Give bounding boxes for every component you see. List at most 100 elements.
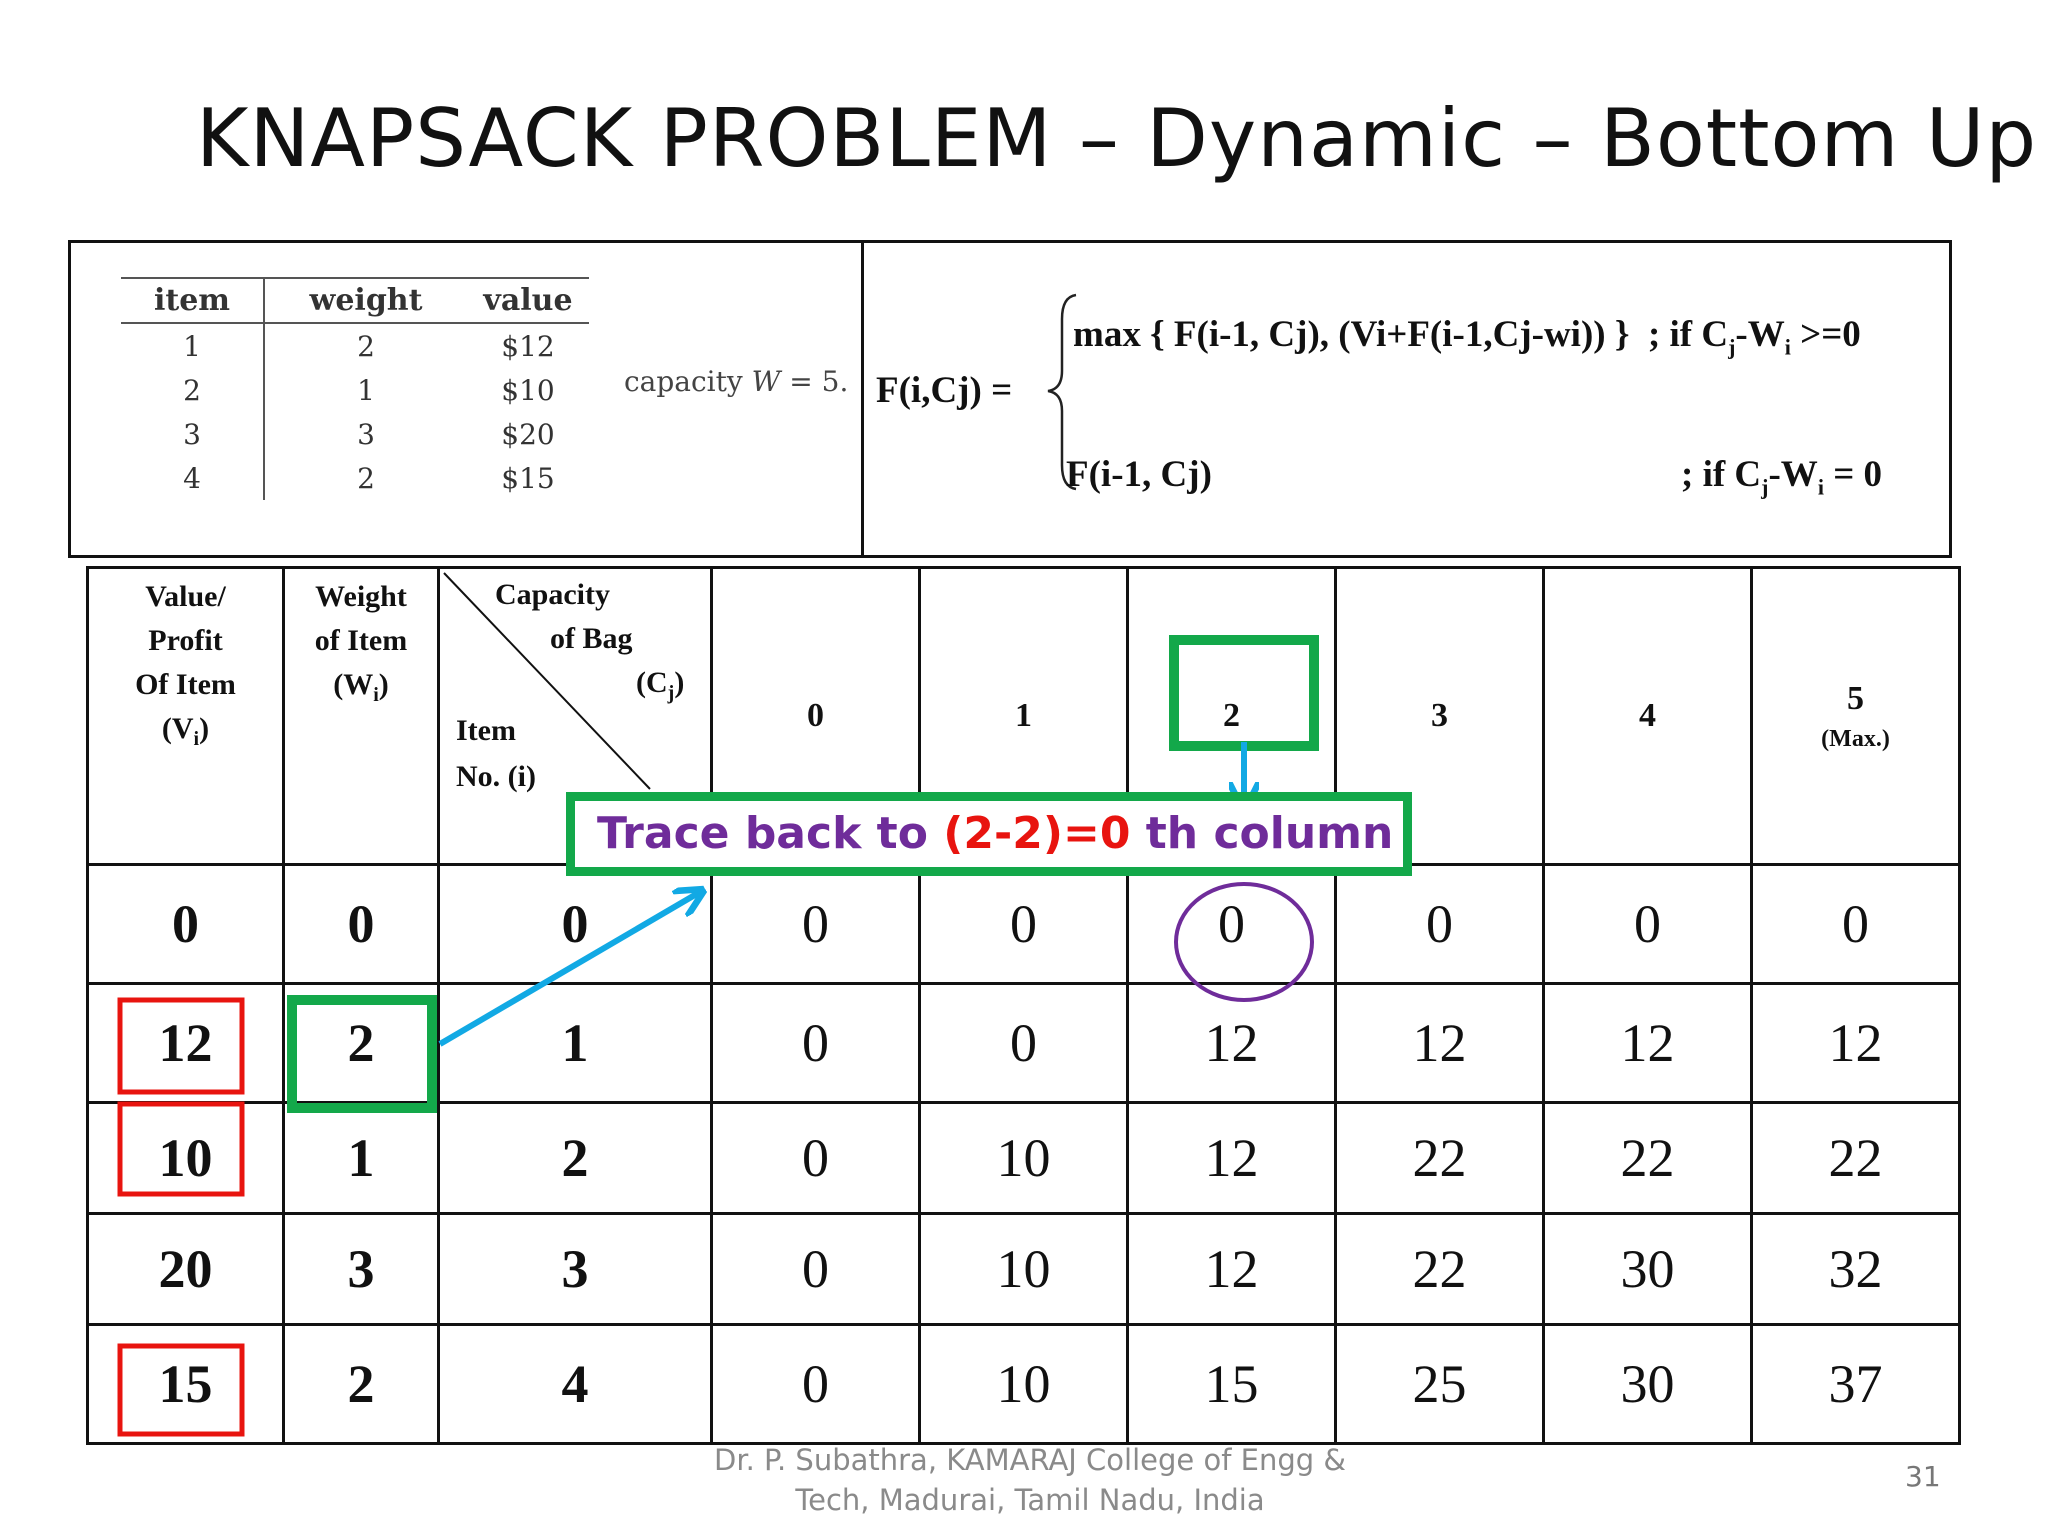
- item-weight: 1: [357, 373, 375, 407]
- cell: 0: [710, 1101, 921, 1215]
- cell: 12: [1334, 982, 1545, 1104]
- items-header-value: value: [467, 277, 589, 324]
- item-value: $10: [501, 373, 555, 407]
- cell-value: 0: [86, 863, 285, 985]
- cell: 12: [1542, 982, 1753, 1104]
- col-capacity-5-value: 5: [1847, 679, 1864, 717]
- sub-j: j: [1761, 474, 1769, 500]
- cell-value: 20: [86, 1212, 285, 1326]
- cell: 22: [1334, 1101, 1545, 1215]
- cell: 22: [1750, 1101, 1961, 1215]
- cell: 10: [918, 1323, 1129, 1445]
- header-text: Item: [456, 714, 516, 747]
- diagonal-divider: [443, 572, 651, 790]
- table-row: 12 2 1 0 0 12 12 12 12: [86, 982, 1961, 1104]
- header-text: ): [378, 668, 389, 701]
- problem-definition-box: item weight value 1 2 $12 2 1 $10 3 3 $2…: [68, 240, 1952, 558]
- cell: 22: [1334, 1212, 1545, 1326]
- item-weight: 2: [357, 461, 375, 495]
- header-text: (C: [636, 666, 668, 699]
- dp-header-row: Value/ Profit Of Item (Vi) Weight of Ite…: [86, 566, 1961, 866]
- cell: 0: [918, 863, 1129, 985]
- cell-weight: 0: [282, 863, 440, 985]
- header-text: ): [199, 712, 210, 745]
- max-label: (Max.): [1821, 725, 1890, 752]
- cell: 12: [1126, 982, 1337, 1104]
- cell-value: 12: [86, 982, 285, 1104]
- item-weight: 2: [357, 329, 375, 363]
- items-row: 1 2 $12: [121, 323, 589, 368]
- formula-case-max-cond-post: >=0: [1800, 314, 1861, 355]
- cell: 12: [1126, 1212, 1337, 1326]
- formula-case-else: F(i-1, Cj): [1066, 454, 1212, 495]
- annotation-expression: (2-2)=0: [943, 808, 1131, 859]
- table-row: 20 3 3 0 10 12 22 30 32: [86, 1212, 1961, 1326]
- footer-line: Dr. P. Subathra, KAMARAJ College of Engg…: [713, 1443, 1346, 1477]
- formula-case-max-expr: max { F(i-1, Cj), (Vi+F(i-1,Cj-wi)) }: [1073, 314, 1630, 355]
- formula-case-else-cond: ; if Cj-Wi = 0: [1681, 453, 1882, 500]
- cell: 0: [918, 982, 1129, 1104]
- header-text: of Item: [314, 624, 408, 657]
- cell: 12: [1750, 982, 1961, 1104]
- items-row: 2 1 $10: [121, 368, 589, 412]
- item-value: $12: [501, 329, 555, 363]
- cell: 0: [710, 982, 921, 1104]
- col-capacity-4: 4: [1542, 566, 1753, 866]
- formula-case-else-cond-pre: ; if C: [1681, 454, 1762, 495]
- table-row: 0 0 0 0 0 0 0 0 0: [86, 863, 1961, 985]
- cell-item-no: 3: [437, 1212, 713, 1326]
- header-text: Profit: [148, 624, 223, 657]
- item-value: $20: [501, 417, 555, 451]
- header-text: (V: [161, 712, 194, 745]
- table-row: 15 2 4 0 10 15 25 30 37: [86, 1323, 1961, 1445]
- cell: 22: [1542, 1101, 1753, 1215]
- trace-back-annotation: Trace back to (2-2)=0 th column: [566, 792, 1412, 876]
- page-number: 31: [1905, 1460, 1941, 1493]
- sub-j: j: [667, 682, 675, 704]
- header-weight: Weight of Item (Wi): [282, 566, 440, 866]
- header-text: Capacity: [495, 578, 610, 611]
- formula-lhs: F(i,Cj) =: [876, 370, 1013, 411]
- header-text: No. (i): [456, 760, 536, 793]
- cell: 0: [1542, 863, 1753, 985]
- item-value: $15: [501, 461, 555, 495]
- cell: 15: [1126, 1323, 1337, 1445]
- header-text: Value/: [145, 580, 226, 613]
- annotation-text: th column: [1130, 808, 1394, 859]
- dp-table: Value/ Profit Of Item (Vi) Weight of Ite…: [86, 566, 1961, 1445]
- sub-j: j: [1728, 334, 1736, 360]
- formula-case-max-cond-mid: -W: [1735, 314, 1785, 355]
- cell-weight: 2: [282, 1323, 440, 1445]
- cell: 25: [1334, 1323, 1545, 1445]
- cell-weight: 3: [282, 1212, 440, 1326]
- items-table: item weight value 1 2 $12 2 1 $10 3 3 $2…: [121, 277, 589, 500]
- annotation-text: Trace back to: [597, 808, 944, 859]
- cell: 10: [918, 1212, 1129, 1326]
- items-row: 4 2 $15: [121, 456, 589, 500]
- cell-item-no: 0: [437, 863, 713, 985]
- cell-item-no: 1: [437, 982, 713, 1104]
- item-id: 2: [121, 368, 265, 412]
- cell: 0: [710, 863, 921, 985]
- cell: 0: [1334, 863, 1545, 985]
- item-weight: 3: [357, 417, 375, 451]
- capacity-var: W: [751, 365, 781, 398]
- item-id: 4: [121, 456, 265, 500]
- header-text: of Bag: [550, 622, 633, 655]
- sub-i: i: [373, 684, 379, 706]
- cell-value: 15: [86, 1323, 285, 1445]
- capacity-text: capacity: [624, 365, 743, 398]
- header-text: ): [674, 666, 685, 699]
- cell: 30: [1542, 1323, 1753, 1445]
- cell: 0: [1126, 863, 1337, 985]
- sub-i: i: [1784, 334, 1791, 360]
- items-header-item: item: [121, 277, 265, 324]
- header-text: Of Item: [135, 668, 236, 701]
- sub-i: i: [193, 728, 200, 750]
- header-value-profit: Value/ Profit Of Item (Vi): [86, 566, 285, 866]
- item-id: 1: [121, 323, 265, 368]
- footer-credit: Dr. P. Subathra, KAMARAJ College of Engg…: [700, 1440, 1360, 1520]
- cell-value: 10: [86, 1101, 285, 1215]
- curly-brace-icon: [1047, 293, 1077, 491]
- item-id: 3: [121, 412, 265, 456]
